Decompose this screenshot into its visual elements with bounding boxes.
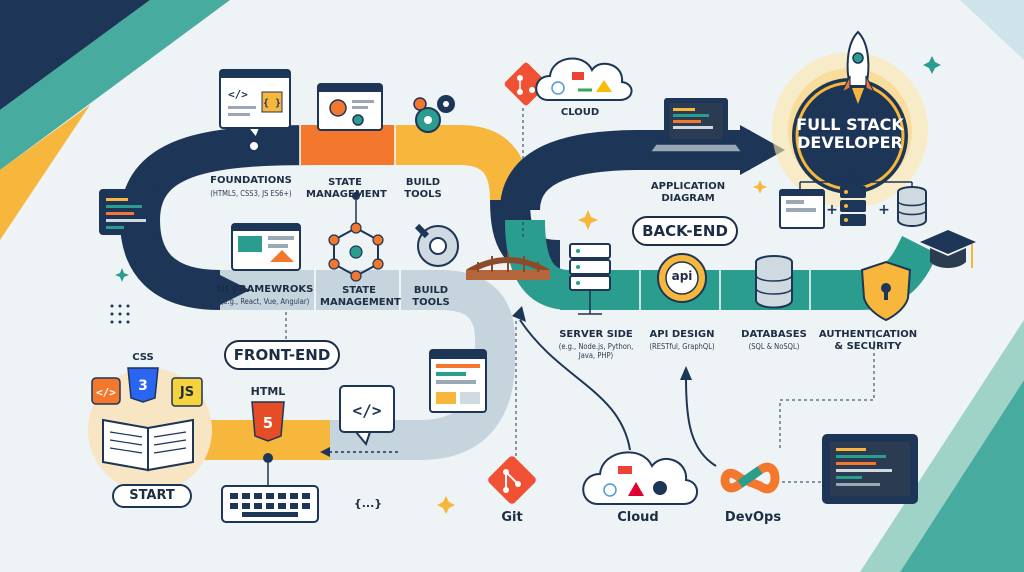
js-icon [171,377,203,407]
api-design-sub: (RESTful, GraphQL) [649,342,715,351]
api-text: api [671,269,693,283]
state-management-lower: STATE MANAGEMENT [320,285,401,308]
keyboard-icon [221,485,319,523]
book-icon [102,418,194,472]
browser-window-icon [429,349,487,413]
cloud-arrow [519,319,631,451]
ui-frameworks-title: UI FRAMEWROKS [216,284,314,295]
start-label: START [112,484,192,508]
build-tools-lower: BUILD TOOLS [412,285,450,308]
api-design-title: API DESIGN [649,329,715,340]
foundations-title: FOUNDATIONS [210,175,292,186]
state-management-upper: STATE MANAGEMENT [306,177,387,200]
server-rack-icon [569,243,611,315]
svg-text:{ }: { } [263,98,281,109]
ui-framework-window-icon [231,223,301,271]
back-end-label: BACK-END [632,216,738,246]
server-side-title: SERVER SIDE [559,329,633,340]
laptop-icon [648,98,744,153]
devops-arrow [685,377,717,467]
build-tools-upper: BUILD TOOLS [404,177,442,200]
stack-database-icon [897,186,927,227]
state-settings-window-icon [317,83,383,131]
wrench-gear-icon [414,223,459,267]
foundations-sub: (HTML5, CSS3, JS ES6+) [210,189,292,198]
svg-text:+: + [826,202,838,218]
git-icon [488,456,536,504]
gears-icon [413,95,455,133]
code-window-icon: </> { } [219,69,291,140]
graduation-cap-icon [920,230,976,268]
svg-text:+: + [878,202,890,218]
js-text: JS [179,385,195,400]
database-icon [755,255,793,309]
css-text: CSS [132,352,154,363]
server-side-sub: (e.g., Node.js, Python, Java, PHP) [558,342,634,361]
svg-text:</>: </> [96,386,116,399]
badge-title-line2: DEVELOPER [797,133,903,153]
devops-label: DevOps [724,510,782,525]
css-icon: 3 [127,367,159,403]
svg-text:3: 3 [138,378,148,394]
svg-text:5: 5 [263,414,273,432]
cloud-top-label: CLOUD [560,107,600,118]
html5-icon: 5 [251,401,285,442]
badge-circle [792,78,908,194]
front-end-label: FRONT-END [224,340,340,370]
devops-infinity-icon [720,462,780,494]
ui-frameworks-sub: (e.g., React, Vue, Angular) [220,297,310,306]
rocket-icon [840,30,876,104]
security-shield-icon [860,260,912,322]
stack-browser-icon [779,189,825,229]
git-label: Git [501,510,523,525]
databases-title: DATABASES [741,329,807,340]
left-code-window-icon [99,189,159,235]
svg-text:</>: </> [353,401,382,420]
svg-text:</>: </> [228,88,248,101]
application-diagram-label: APPLICATION DIAGRAM [650,181,726,204]
auth-security-title: AUTHENTICATION & SECURITY [818,329,918,352]
badge-title-line1: FULL STACK [796,115,904,134]
databases-sub: (SQL & NoSQL) [748,342,800,351]
code-square-icon: </> [91,377,121,405]
code-bubble-icon: </> [339,385,395,447]
cloud-label: Cloud [617,510,659,525]
api-gear-icon [657,253,707,303]
stack-server-icon [840,186,866,226]
state-network-icon [328,222,384,282]
html-text: HTML [250,385,286,398]
git-icon-top [504,62,548,106]
sparkles [437,180,767,514]
tablet-code-icon [822,434,918,504]
braces-decoration: {...} [353,497,383,510]
bridge [466,253,550,280]
cloud-icon [582,451,698,505]
cloud-top-icon [535,57,633,101]
